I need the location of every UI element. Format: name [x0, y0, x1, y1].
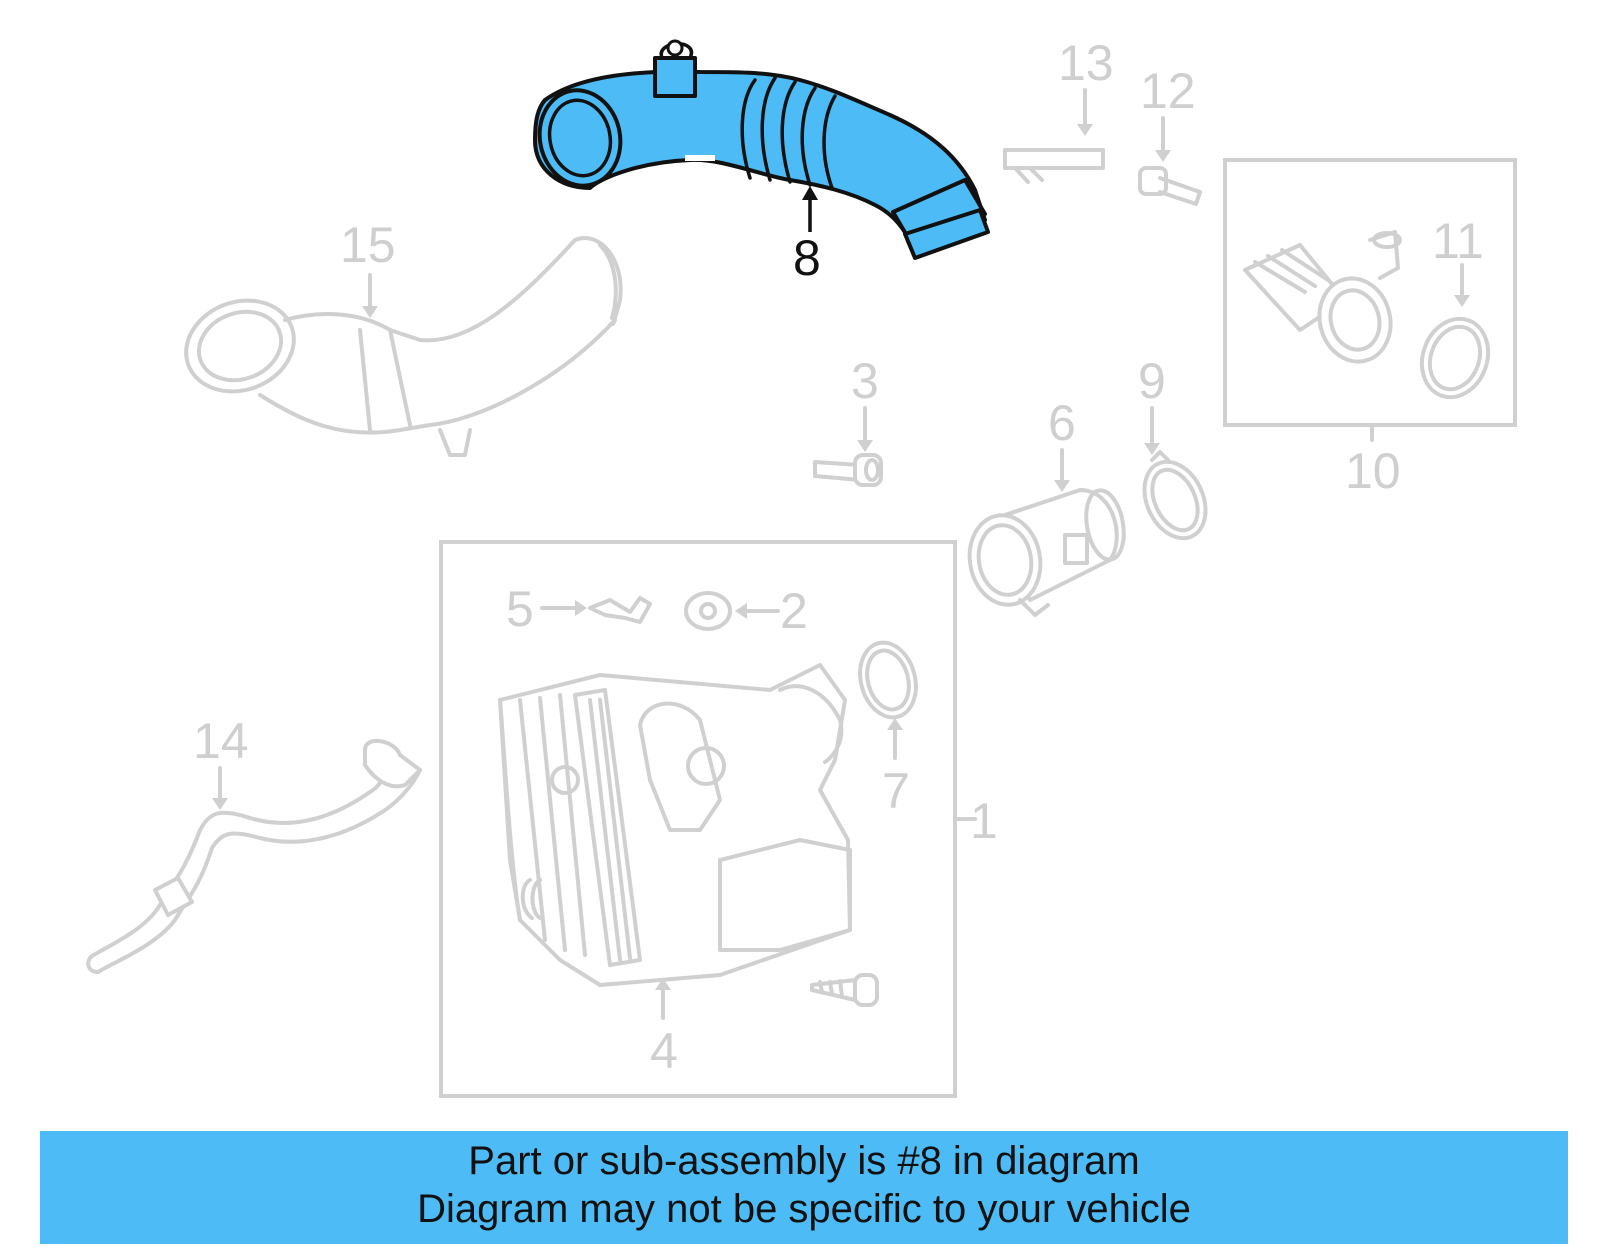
callout-11: 11	[1432, 213, 1484, 269]
part-6-maf-sensor[interactable]	[963, 487, 1129, 617]
callout-6: 6	[1048, 395, 1076, 451]
banner-line-2: Diagram may not be specific to your vehi…	[417, 1187, 1191, 1231]
part-10-box	[1223, 158, 1517, 427]
part-1-box	[439, 540, 957, 1098]
part-12-bolt[interactable]	[1138, 166, 1202, 206]
callout-10: 10	[1345, 443, 1401, 499]
part-14-hose[interactable]	[86, 739, 422, 974]
info-banner: Part or sub-assembly is #8 in diagram Di…	[40, 1131, 1568, 1244]
part-1-screw[interactable]	[810, 973, 879, 1007]
callout-4: 4	[650, 1023, 678, 1079]
part-5-bracket[interactable]	[588, 596, 652, 624]
callout-13: 13	[1058, 35, 1114, 91]
part-10-throttle-body[interactable]	[1243, 230, 1402, 370]
part-11-seal-ring[interactable]	[1411, 309, 1499, 406]
callout-2: 2	[780, 583, 808, 639]
part-3-bolt[interactable]	[813, 453, 883, 487]
callout-12: 12	[1140, 63, 1196, 119]
callout-1: 1	[970, 793, 998, 849]
banner-line-1: Part or sub-assembly is #8 in diagram	[468, 1139, 1140, 1183]
part-7-seal[interactable]	[852, 636, 924, 723]
part-13-bracket[interactable]	[1003, 148, 1105, 184]
part-2-grommet[interactable]	[684, 591, 732, 631]
callout-14: 14	[193, 713, 249, 769]
part-8-intake-hose[interactable]	[531, 39, 990, 260]
callout-15: 15	[340, 217, 396, 273]
part-15-air-duct[interactable]	[173, 236, 623, 457]
callout-9: 9	[1138, 353, 1166, 409]
part-9-clamp[interactable]	[1133, 450, 1218, 548]
callout-8: 8	[793, 230, 821, 286]
part-1-air-cleaner-housing[interactable]	[498, 663, 852, 987]
callout-5: 5	[506, 581, 534, 637]
callout-3: 3	[851, 353, 879, 409]
callout-7: 7	[882, 763, 910, 819]
